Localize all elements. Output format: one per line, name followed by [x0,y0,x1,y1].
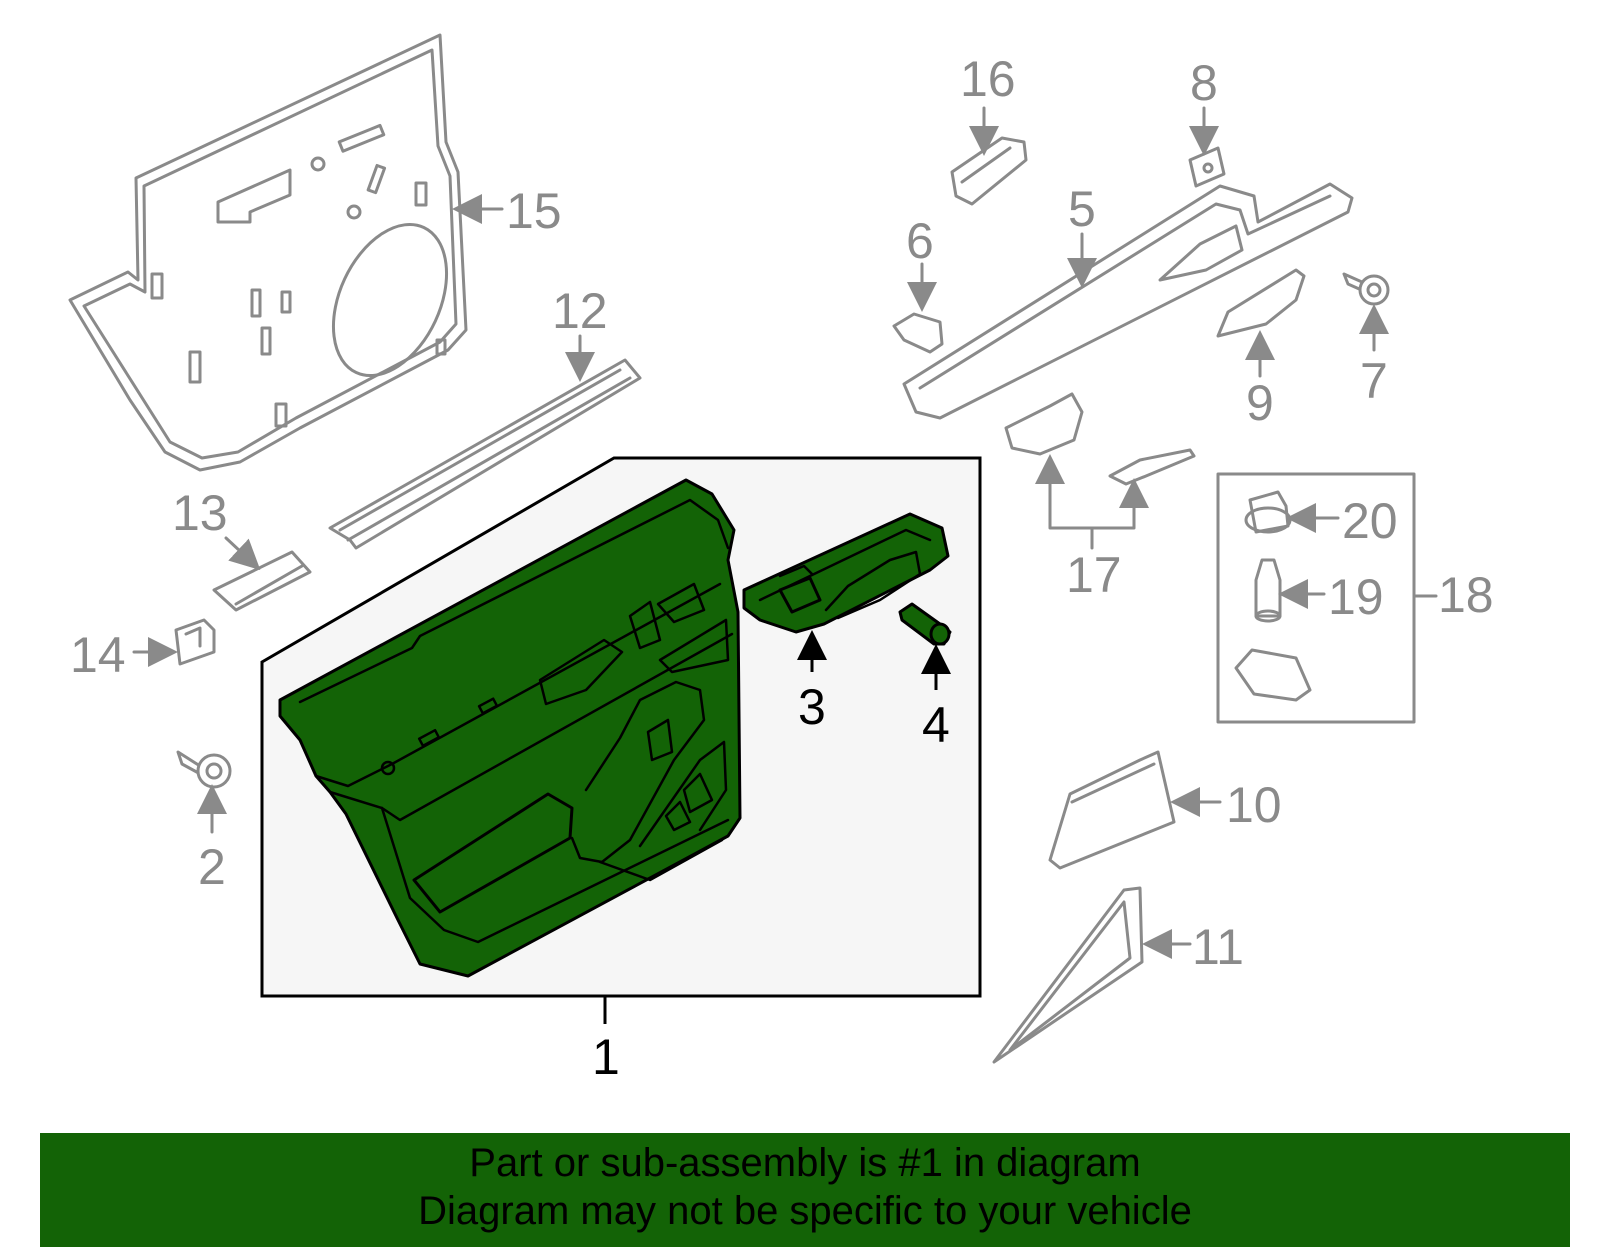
part-20-nut [1244,490,1292,534]
callout-12: 12 [552,283,608,339]
part-15-door-inner-panel [68,33,468,472]
part-1-door-trim-panel [278,478,742,978]
callout-16: 16 [960,51,1016,107]
callout-1: 1 [592,1029,620,1085]
callout-3: 3 [798,679,826,735]
callout-18: 18 [1438,567,1494,623]
part-19-pin [1254,558,1282,623]
callout-5: 5 [1068,181,1096,237]
part-4-switch [898,602,952,646]
leader-13 [224,536,261,571]
part-5-armrest-trim [902,182,1354,420]
group-18-box [1216,472,1416,724]
part-14-retainer [174,618,216,666]
callout-2: 2 [198,839,226,895]
info-banner: Part or sub-assembly is #1 in diagram Di… [40,1133,1570,1247]
callout-11: 11 [1192,919,1244,975]
banner-line-1: Part or sub-assembly is #1 in diagram [469,1141,1141,1185]
part-12-belt-molding [328,358,642,550]
banner-line-2: Diagram may not be specific to your vehi… [418,1189,1192,1233]
part-3-switch-bezel [742,512,950,634]
part-11-triangle-trim [992,886,1144,1064]
callout-13: 13 [172,485,228,541]
callout-7: 7 [1360,353,1388,409]
callout-14: 14 [70,627,126,683]
callout-19: 19 [1328,569,1384,625]
part-9-cover [1216,268,1306,338]
part-18-lamp [1234,648,1312,702]
callout-20: 20 [1342,493,1398,549]
part-8-clip-nut [1188,146,1226,188]
part-7-screw [1342,272,1390,306]
part-6-clip [892,312,944,354]
leader-17 [1048,460,1136,530]
callout-9: 9 [1246,375,1274,431]
part-13-clip [212,550,312,612]
part-10-panel [1048,750,1176,870]
callout-6: 6 [906,213,934,269]
callout-15: 15 [506,183,562,239]
part-16-handle [950,136,1028,206]
callout-10: 10 [1226,777,1282,833]
callout-17: 17 [1066,547,1122,603]
callout-8: 8 [1190,55,1218,111]
callout-4: 4 [922,697,950,753]
part-17-brackets [1004,392,1196,486]
part-2-screw [176,750,232,789]
